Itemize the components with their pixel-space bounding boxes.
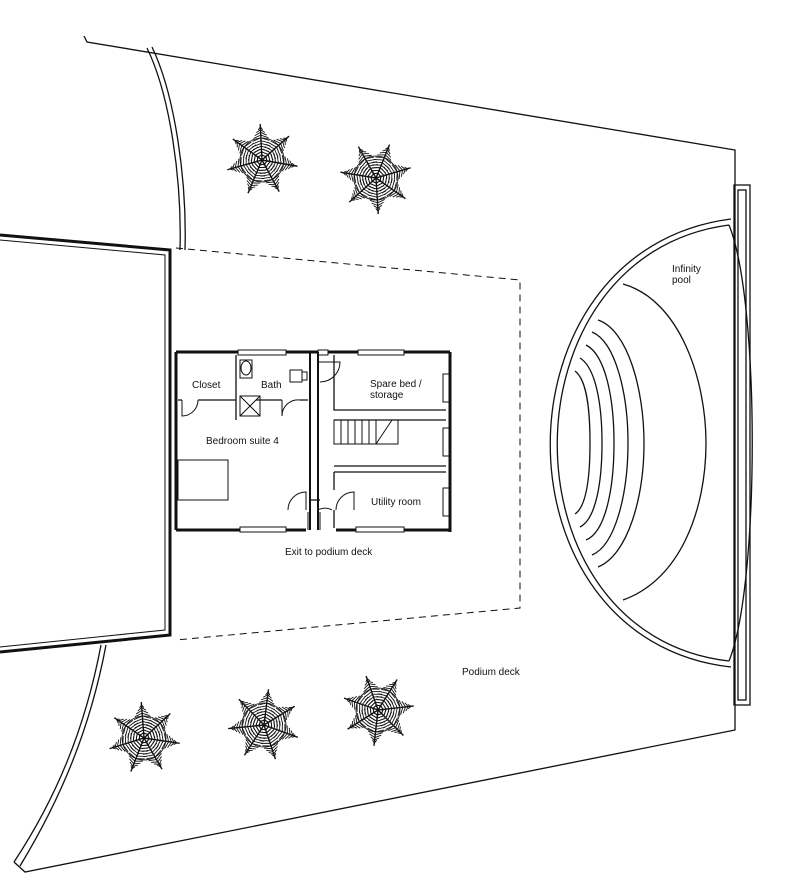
bed xyxy=(177,459,229,501)
closet-label: Closet xyxy=(192,380,221,391)
pool-edge-bars xyxy=(733,184,751,706)
palm-tree-icon xyxy=(109,702,180,772)
infinity-pool-label: Infinity pool xyxy=(672,264,701,286)
door-swings xyxy=(181,361,355,530)
building-walls xyxy=(174,350,452,532)
utility-room-label: Utility room xyxy=(371,497,422,508)
infinity-pool-shape xyxy=(549,218,753,668)
palm-tree-icon xyxy=(227,124,298,194)
bath-fixtures xyxy=(239,359,308,417)
palm-tree-icon xyxy=(343,675,414,746)
palm-trees xyxy=(109,124,414,772)
exit-label: Exit to podium deck xyxy=(285,547,373,558)
podium-deck-outline xyxy=(13,35,736,873)
staircase xyxy=(333,419,399,445)
palm-tree-icon xyxy=(340,144,411,214)
palm-tree-icon xyxy=(228,689,299,760)
roof-dashed-outline xyxy=(175,247,521,641)
bath-label: Bath xyxy=(261,380,282,391)
bedroom-suite-label: Bedroom suite 4 xyxy=(206,436,279,447)
spare-bed-label: Spare bed / storage xyxy=(370,379,422,401)
podium-deck-label: Podium deck xyxy=(462,667,520,678)
adjacent-building-wall xyxy=(0,233,172,654)
windows xyxy=(237,349,450,533)
